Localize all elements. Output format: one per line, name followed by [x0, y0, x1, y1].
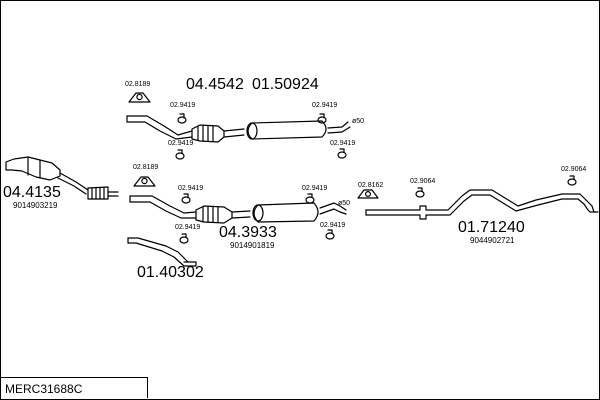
mid-hanger-f	[179, 233, 189, 244]
label-2-8189-mid: 02.8189	[133, 164, 159, 171]
part-04-4135: 04.4135	[3, 184, 61, 201]
clamp-2-8162	[357, 189, 379, 199]
mid-hanger-g	[305, 193, 315, 204]
bracket-01-40302	[127, 237, 197, 267]
label-2-9419-top-b: 02.9419	[168, 140, 194, 147]
part-04-3933-ref: 9014901819	[230, 241, 275, 250]
label-2-8162: 02.8162	[358, 182, 384, 189]
label-2-9419-mid-f: 02.9419	[175, 224, 201, 231]
rear-pipe-01-71240	[365, 189, 599, 220]
part-04-4542: 04.4542	[186, 76, 244, 93]
label-2-9419-mid-e: 02.9419	[178, 185, 204, 192]
mid-hanger-e	[181, 193, 191, 204]
part-01-71240-ref: 9044902721	[470, 236, 515, 245]
label-2-9419-top-c: 02.9419	[312, 102, 338, 109]
label-2-9419-top-a: 02.9419	[170, 102, 196, 109]
front-catalyst-downpipe	[5, 156, 119, 200]
label-2-9064-b: 02.9064	[561, 166, 587, 173]
top-hanger-c	[317, 113, 327, 124]
top-catalytic-converter	[191, 124, 245, 143]
label-2-9419-top-d: 02.9419	[330, 140, 356, 147]
label-2-8189-top: 02.8189	[125, 81, 151, 88]
part-01-71240: 01.71240	[458, 219, 525, 236]
mid-hanger-h	[325, 229, 335, 240]
label-2-9064-a: 02.9064	[410, 178, 436, 185]
label-diameter-top: ø50	[352, 118, 365, 125]
diagram-code-box: MERC31688C	[0, 377, 148, 398]
top-front-pipe	[126, 115, 193, 140]
part-01-40302: 01.40302	[137, 264, 204, 281]
mid-catalytic-converter	[195, 205, 251, 224]
mid-hanger-2-8189	[133, 176, 156, 187]
hanger-2-9064-b	[567, 175, 577, 186]
hanger-2-9064-a	[415, 187, 425, 198]
part-04-3933: 04.3933	[219, 224, 277, 241]
diagram-code: MERC31688C	[5, 382, 83, 396]
label-diameter-mid: ø50	[338, 200, 351, 207]
part-01-50924: 01.50924	[252, 76, 319, 93]
top-hanger-a	[177, 113, 187, 124]
mid-muffler	[252, 202, 347, 223]
top-hanger-d	[337, 148, 347, 159]
top-hanger-b	[175, 149, 185, 160]
top-muffler	[246, 120, 351, 140]
mid-front-pipe	[129, 195, 197, 219]
part-04-4135-ref: 9014903219	[13, 201, 58, 210]
label-2-9419-mid-h: 02.9419	[320, 222, 346, 229]
top-hanger-2-8189	[128, 92, 151, 103]
label-2-9419-mid-g: 02.9419	[302, 185, 328, 192]
